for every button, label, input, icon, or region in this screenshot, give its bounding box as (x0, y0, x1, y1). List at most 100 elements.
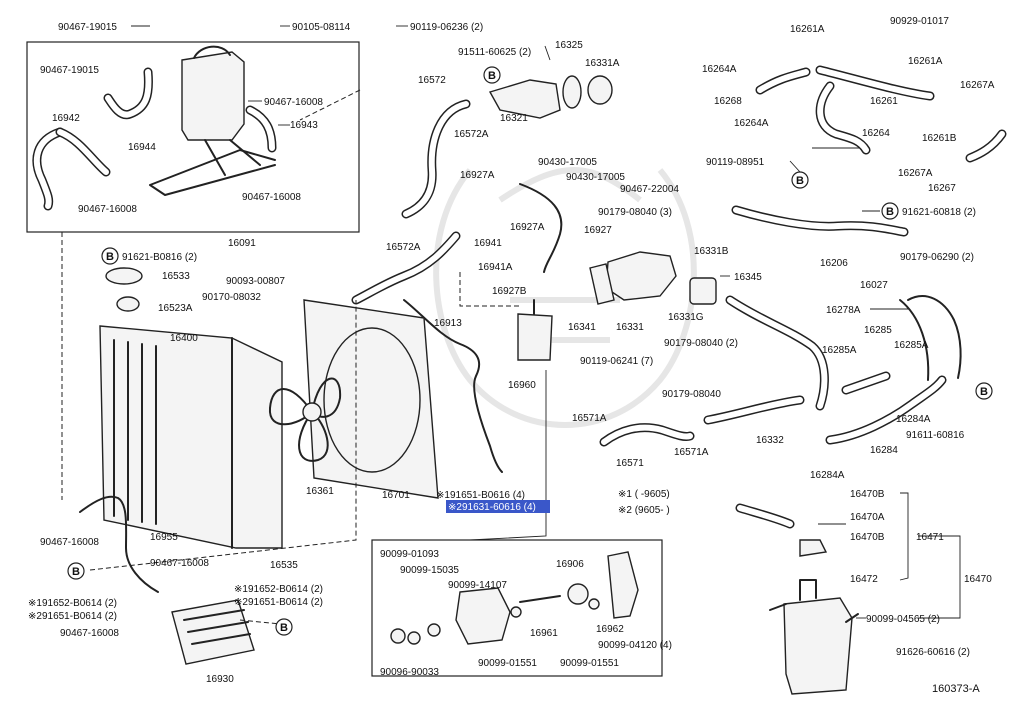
part-label[interactable]: 90467-19015 (40, 65, 99, 76)
part-label[interactable]: 16927B (492, 286, 527, 297)
part-label[interactable]: 16267A (898, 168, 933, 179)
part-label[interactable]: 90179-08040 (662, 389, 721, 400)
part-label[interactable]: 16264A (702, 64, 737, 75)
pipe-16027[interactable] (899, 295, 962, 381)
hose-16285[interactable] (841, 371, 891, 395)
part-label[interactable]: 90467-22004 (620, 184, 679, 195)
part-label[interactable]: 90093-00807 (226, 276, 285, 287)
hose-16944[interactable] (103, 67, 153, 120)
part-label[interactable]: 16331A (585, 58, 620, 69)
part-label[interactable]: 16571 (616, 458, 644, 469)
part-label[interactable]: ※291651-B0614 (2) (28, 611, 117, 622)
pump-body-16961[interactable] (455, 583, 589, 645)
part-label[interactable]: 90179-08040 (2) (664, 338, 738, 349)
fan-shroud-16701[interactable] (303, 299, 439, 499)
part-label[interactable]: 16267A (960, 80, 995, 91)
part-label[interactable]: 90430-17005 (566, 172, 625, 183)
part-label[interactable]: 90179-06290 (2) (900, 252, 974, 263)
part-label[interactable]: 16701 (382, 490, 410, 501)
hose-16955[interactable] (79, 495, 159, 593)
part-label[interactable]: 90467-16008 (242, 192, 301, 203)
part-label[interactable]: 16470 (964, 574, 992, 585)
part-label[interactable]: 16942 (52, 113, 80, 124)
part-label[interactable]: 16345 (734, 272, 762, 283)
part-label[interactable]: 16943 (290, 120, 318, 131)
part-label[interactable]: 16930 (206, 674, 234, 685)
part-label[interactable]: 16331B (694, 246, 729, 257)
overflow-tank-bracket[interactable] (149, 45, 276, 196)
part-label[interactable]: 90119-06236 (2) (410, 22, 483, 33)
part-label[interactable]: 16284 (870, 445, 898, 456)
part-label[interactable]: 16927A (510, 222, 545, 233)
part-label[interactable]: 16361 (306, 486, 334, 497)
pipe-16927[interactable] (519, 183, 563, 273)
part-label[interactable]: 16206 (820, 258, 848, 269)
part-label[interactable]: 16284A (810, 470, 845, 481)
part-label[interactable]: 90467-19015 (58, 22, 117, 33)
part-label[interactable]: 16331G (668, 312, 704, 323)
part-label[interactable]: 16960 (508, 380, 536, 391)
bracket-16962[interactable] (607, 551, 639, 619)
part-label[interactable]: 16470B (850, 489, 885, 500)
pipe-16332[interactable] (703, 295, 829, 425)
part-label[interactable]: 16572A (386, 242, 421, 253)
part-label[interactable]: 16913 (434, 318, 462, 329)
part-label[interactable]: ※2 (9605- ) (618, 505, 670, 516)
part-label[interactable]: 91626-60616 (2) (896, 647, 970, 658)
part-label[interactable]: 90119-08951 (706, 157, 765, 168)
part-label[interactable]: 16341 (568, 322, 596, 333)
part-label[interactable]: 16261B (922, 133, 957, 144)
part-label[interactable]: ※1 ( -9605) (618, 489, 670, 500)
part-label[interactable]: 16941A (478, 262, 513, 273)
part-label[interactable]: 90099-01093 (380, 549, 439, 560)
part-label[interactable]: 16321 (500, 113, 528, 124)
hose-16267[interactable] (965, 129, 1007, 163)
part-label[interactable]: 16572A (454, 129, 489, 140)
part-label[interactable]: 16572 (418, 75, 446, 86)
part-label[interactable]: 16955 (150, 532, 178, 543)
pipe-16206[interactable] (731, 205, 909, 237)
part-label[interactable]: 90099-15035 (400, 565, 459, 576)
water-outlet-16331[interactable] (589, 251, 717, 305)
oil-cooler-16930[interactable] (171, 599, 255, 665)
hose-16470A[interactable] (735, 503, 795, 529)
part-label[interactable]: 90099-01551 (478, 658, 537, 669)
part-label[interactable]: 16906 (556, 559, 584, 570)
part-label[interactable]: 16027 (860, 280, 888, 291)
hose-16572[interactable] (401, 99, 471, 219)
part-label[interactable]: 90099-04120 (4) (598, 640, 672, 651)
part-label[interactable]: 16471 (916, 532, 944, 543)
part-label[interactable]: 90119-06241 (7) (580, 356, 653, 367)
part-label[interactable]: 91621-B0816 (2) (122, 252, 197, 263)
radiator-16400[interactable] (99, 325, 283, 549)
part-label[interactable]: 16927 (584, 225, 612, 236)
part-label[interactable]: ※191652-B0614 (2) (234, 584, 323, 595)
part-label[interactable]: 16264A (734, 118, 769, 129)
part-label[interactable]: 16961 (530, 628, 558, 639)
part-label[interactable]: 16261 (870, 96, 898, 107)
part-label[interactable]: ※191651-B0616 (4) (436, 490, 525, 501)
hose-16943[interactable] (245, 105, 277, 153)
part-label[interactable]: 90430-17005 (538, 157, 597, 168)
part-label[interactable]: 91511-60625 (2) (458, 47, 531, 58)
part-label[interactable]: 90105-08114 (292, 22, 351, 33)
part-label[interactable]: 16285A (894, 340, 929, 351)
hose-16268[interactable] (755, 67, 811, 95)
part-label[interactable]: 16571A (572, 413, 607, 424)
part-label[interactable]: 16285A (822, 345, 857, 356)
hose-16571[interactable] (599, 423, 695, 447)
part-label[interactable]: 16264 (862, 128, 890, 139)
part-label[interactable]: 16944 (128, 142, 156, 153)
part-label[interactable]: 16267 (928, 183, 956, 194)
part-label[interactable]: 16400 (170, 333, 198, 344)
part-label[interactable]: 90179-08040 (3) (598, 207, 672, 218)
part-label[interactable]: 90467-16008 (40, 537, 99, 548)
part-label[interactable]: 16962 (596, 624, 624, 635)
part-label[interactable]: 91621-60818 (2) (902, 207, 976, 218)
part-label[interactable]: 16268 (714, 96, 742, 107)
part-label[interactable]: 16941 (474, 238, 502, 249)
part-label[interactable]: 90099-01551 (560, 658, 619, 669)
part-label[interactable]: 16332 (756, 435, 784, 446)
part-label[interactable]: 16284A (896, 414, 931, 425)
water-inlet-16321[interactable] (488, 75, 613, 119)
